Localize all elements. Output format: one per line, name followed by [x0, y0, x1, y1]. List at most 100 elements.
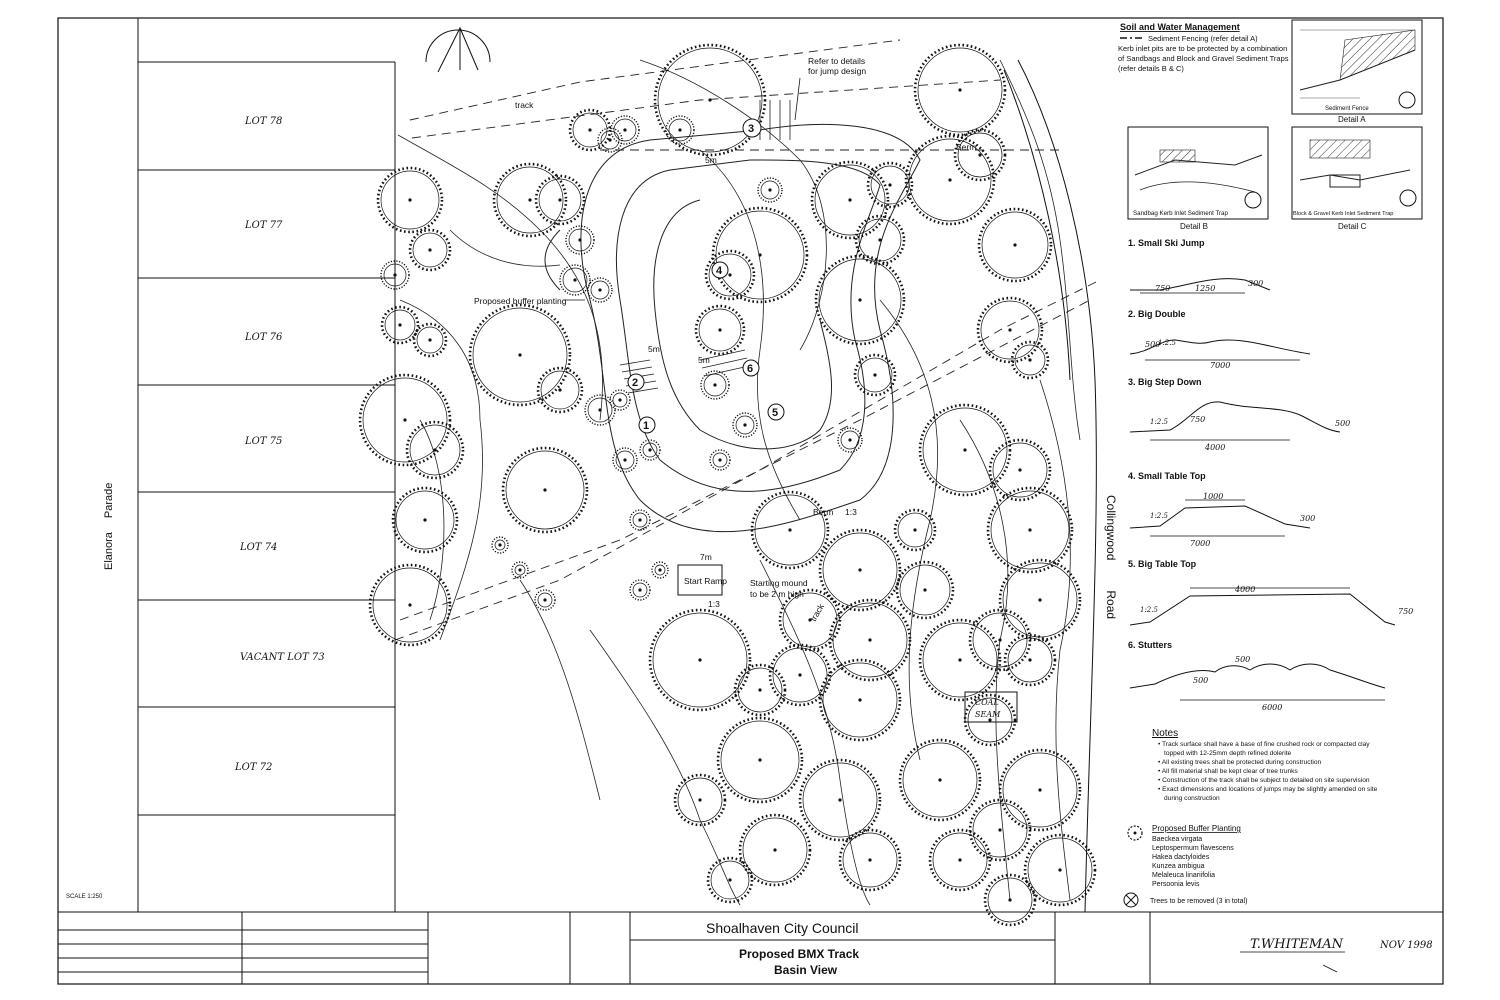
tree-trunk-icon	[728, 273, 732, 277]
tree-canopy-outline	[654, 564, 666, 576]
north-arrow-icon	[425, 26, 491, 73]
tree-trunk-icon	[958, 858, 962, 862]
svg-text:4000: 4000	[1234, 585, 1255, 594]
tree-canopy-outline	[922, 407, 1008, 493]
tree-canopy-icon	[953, 128, 1007, 182]
tree-trunk-icon	[788, 528, 792, 532]
detail-a: Sediment Fence Detail A	[1291, 19, 1423, 124]
jump-marker-5: 5	[767, 403, 785, 421]
tree-trunk-icon	[638, 588, 642, 592]
tree-canopy-outline	[587, 397, 613, 423]
tree-removed-symbol-icon	[1123, 892, 1139, 908]
tree-trunk-icon	[718, 328, 722, 332]
tree-canopy-outline	[380, 170, 440, 230]
jump-small-table-top: 4. Small Table Top 1000 1:2.5 7000 300	[1128, 471, 1315, 548]
plan-annotations: Refer to details for jump design track P…	[474, 56, 976, 623]
tree-canopy-outline	[494, 539, 506, 551]
tree-trunk-icon	[998, 638, 1002, 642]
svg-text:300: 300	[1300, 514, 1315, 523]
tree-canopy-icon	[904, 134, 996, 226]
tree-canopy-outline	[967, 697, 1013, 743]
tree-canopy-icon	[818, 658, 902, 742]
tree-canopy-icon	[768, 643, 832, 707]
tree-trunk-icon	[573, 278, 577, 282]
svg-text:300: 300	[1248, 279, 1263, 288]
tree-canopy-icon	[968, 608, 1032, 672]
tree-trunk-icon	[978, 153, 982, 157]
tree-trunk-icon	[758, 688, 762, 692]
tree-canopy-outline	[972, 802, 1028, 858]
species-item: Leptospermum flavescens	[1152, 845, 1234, 852]
tree-trunk-icon	[558, 388, 562, 392]
tree-canopy-outline	[897, 512, 933, 548]
detail-c-caption: Detail C	[1338, 222, 1367, 231]
tree-canopy-outline	[632, 582, 648, 598]
tree-canopy-outline	[572, 112, 608, 148]
tree-canopy-outline	[1014, 344, 1046, 376]
tree-canopy-icon	[704, 249, 756, 301]
tree-trunk-icon	[728, 878, 732, 882]
tree-trunk-icon	[868, 858, 872, 862]
berm-label: Berm	[956, 142, 976, 152]
jump-marker-6: 6	[742, 359, 760, 377]
tree-trunk-icon	[498, 543, 502, 547]
tree-canopy-icon	[818, 528, 902, 612]
tree-canopy-outline	[902, 742, 978, 818]
lot-strip	[138, 61, 396, 912]
tree-canopy-outline	[538, 178, 582, 222]
tree-canopy-icon	[408, 228, 452, 272]
tree-canopy-outline	[472, 307, 568, 403]
project-location: Basin View	[774, 963, 838, 977]
svg-text:5: 5	[772, 407, 778, 419]
tree-canopy-outline	[416, 326, 444, 354]
tree-canopy-icon	[651, 561, 669, 579]
tree-canopy-outline	[814, 164, 886, 236]
tree-trunk-icon	[768, 188, 772, 192]
tree-canopy-icon	[565, 225, 595, 255]
tree-canopy-icon	[837, 427, 863, 453]
sediment-fence-legend: Sediment Fencing (refer detail A)	[1148, 34, 1258, 43]
jump-title: 6. Stutters	[1128, 640, 1172, 650]
tree-trunk-icon	[698, 658, 702, 662]
tree-canopy-icon	[610, 115, 640, 145]
tree-canopy-icon	[918, 403, 1012, 497]
tree-trunk-icon	[518, 568, 522, 572]
detail-c-inner-label: Block & Gravel Kerb Inlet Sediment Trap	[1293, 211, 1393, 217]
jump-stutters: 6. Stutters 500 500 6000	[1128, 640, 1386, 712]
project-title: Proposed BMX Track	[739, 947, 859, 961]
tree-canopy-outline	[720, 720, 800, 800]
tree-canopy-outline	[818, 258, 902, 342]
tree-trunk-icon	[578, 238, 582, 242]
tree-canopy-icon	[828, 598, 912, 682]
tree-trunk-icon	[408, 198, 412, 202]
kerb-inlet-note: Kerb inlet pits are to be protected by a…	[1118, 44, 1289, 73]
jump-marker-3: 3	[742, 118, 762, 138]
tree-canopy-outline	[760, 180, 780, 200]
tree-canopy-icon	[866, 161, 914, 209]
jump-small-ski-jump: 1. Small Ski Jump 750 1250 300	[1128, 238, 1271, 294]
tree-canopy-outline	[922, 622, 998, 698]
tree-trunk-icon	[948, 178, 952, 182]
svg-text:4: 4	[716, 265, 723, 277]
svg-text:1:2.5: 1:2.5	[1140, 606, 1158, 614]
tree-trunk-icon	[1028, 358, 1032, 362]
tree-canopy-outline	[395, 490, 455, 550]
tree-canopy-icon	[716, 716, 804, 804]
tree-canopy-outline	[657, 47, 763, 153]
tree-canopy-icon	[732, 412, 758, 438]
tree-canopy-icon	[492, 162, 568, 238]
tree-canopy-icon	[983, 873, 1037, 927]
detail-c: Block & Gravel Kerb Inlet Sediment Trap …	[1291, 126, 1423, 231]
tree-trunk-icon	[923, 588, 927, 592]
tree-canopy-icon	[757, 177, 783, 203]
tree-trunk-icon	[543, 598, 547, 602]
tree-canopy-outline	[652, 612, 748, 708]
berm-label: Berm	[813, 507, 833, 517]
tree-canopy-outline	[908, 138, 992, 222]
sheet-border	[57, 17, 1444, 985]
tree-canopy-icon	[609, 389, 631, 411]
tree-trunk-icon	[1058, 868, 1062, 872]
tree-canopy-icon	[895, 560, 955, 620]
tree-canopy-outline	[496, 166, 564, 234]
